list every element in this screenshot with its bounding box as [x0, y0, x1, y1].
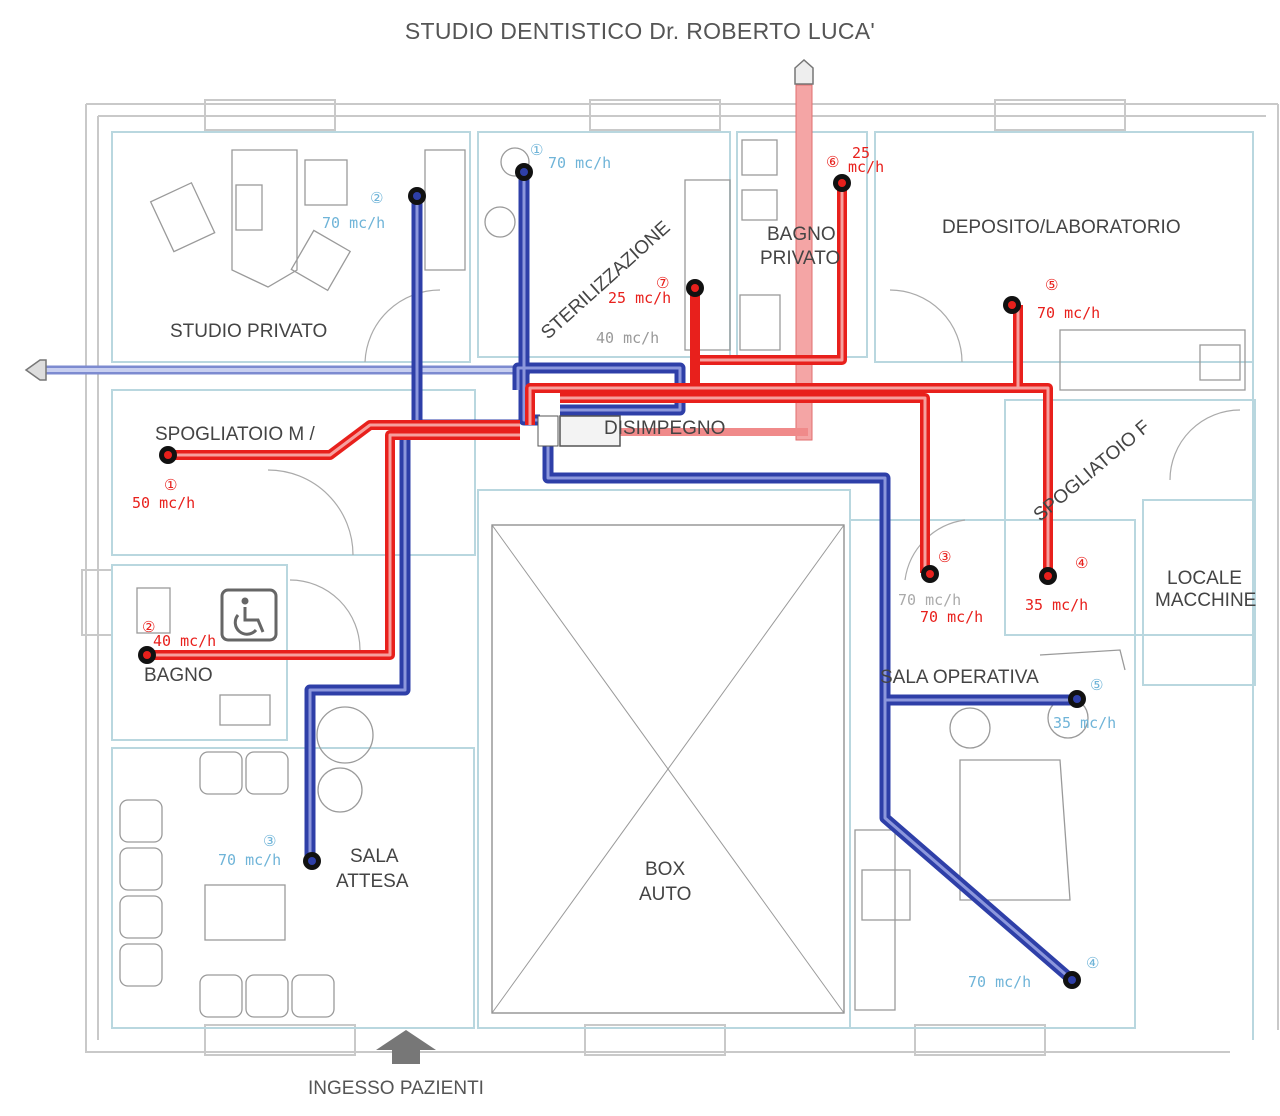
flow-labels: ② 70 mc/h ① 70 mc/h ⑥ 25 mc/h ⑦ 25 mc/h … [132, 141, 1116, 991]
room-box-auto-1: BOX [645, 859, 685, 880]
flow-num: ⑤ [1045, 276, 1058, 294]
flow-rate: 70 mc/h [1037, 304, 1100, 322]
room-sala-operativa: SALA OPERATIVA [880, 667, 1039, 688]
room-sala-attesa-1: SALA [350, 846, 399, 867]
flow-rate: 40 mc/h [596, 329, 659, 347]
flow-rate: 70 mc/h [548, 154, 611, 172]
flow-num: ⑦ [656, 274, 669, 292]
intake-duct [24, 359, 530, 381]
plan-title: STUDIO DENTISTICO Dr. ROBERTO LUCA' [404, 18, 876, 44]
flow-rate: 25 mc/h [608, 289, 671, 307]
box-auto-area [491, 524, 845, 1014]
flow-num: ⑤ [1090, 676, 1103, 694]
room-disimpegno: DISIMPEGNO [604, 418, 725, 439]
terminal-icon [303, 852, 321, 870]
outer-walls [81, 99, 1279, 1056]
flow-num: ④ [1075, 554, 1088, 572]
flow-rate: 70 mc/h [968, 973, 1031, 991]
terminal-icon [159, 446, 177, 464]
entrance-arrow-icon [376, 1030, 436, 1064]
wheelchair-icon [220, 588, 278, 642]
flow-num: ④ [1086, 954, 1099, 972]
flow-num: ① [530, 141, 543, 159]
terminal-icon [515, 163, 533, 181]
terminal-icon [686, 279, 704, 297]
flow-num: ③ [938, 548, 951, 566]
room-locale-2: MACCHINE [1155, 590, 1256, 611]
flow-num: ① [164, 476, 177, 494]
room-bagno-privato-2: PRIVATO [760, 248, 840, 269]
flow-unit: mc/h [848, 158, 884, 176]
flow-num: ⑥ [826, 153, 839, 171]
air-terminals [138, 163, 1086, 989]
flow-num: ③ [263, 832, 276, 850]
flow-rate: 40 mc/h [153, 632, 216, 650]
room-sala-attesa-2: ATTESA [336, 871, 409, 892]
terminal-icon [921, 565, 939, 583]
room-deposito: DEPOSITO/LABORATORIO [942, 217, 1181, 238]
terminal-icon [1039, 567, 1057, 585]
furniture [119, 139, 1246, 1018]
terminal-icon [138, 646, 156, 664]
room-spogliatoio-m: SPOGLIATOIO M / [155, 424, 315, 445]
flow-num: ② [142, 618, 155, 636]
room-bagno: BAGNO [144, 665, 213, 686]
room-box-auto-2: AUTO [639, 884, 691, 905]
flow-num: ② [370, 189, 383, 207]
flow-rate: 25 [852, 144, 870, 162]
room-bagno-privato-1: BAGNO [767, 224, 836, 245]
terminal-icon [1003, 296, 1021, 314]
room-studio-privato: STUDIO PRIVATO [170, 321, 327, 342]
flow-rate: 70 mc/h [218, 851, 281, 869]
ventilation-unit [537, 415, 621, 447]
terminal-icon [1063, 971, 1081, 989]
flow-rate: 70 mc/h [920, 608, 983, 626]
flow-rate: 70 mc/h [322, 214, 385, 232]
flow-rate: 50 mc/h [132, 494, 195, 512]
flow-rate: 35 mc/h [1053, 714, 1116, 732]
terminal-icon [1068, 690, 1086, 708]
door-swings [267, 289, 1241, 651]
entrance-label: INGESSO PAZIENTI [308, 1078, 484, 1099]
supply-ducts [147, 185, 1053, 660]
flow-rate: 70 mc/h [898, 591, 961, 609]
terminal-icon [833, 174, 851, 192]
room-sterilizzazione: STERILIZZAZIONE [537, 217, 674, 344]
room-locale-1: LOCALE [1167, 568, 1242, 589]
flow-rate: 35 mc/h [1025, 596, 1088, 614]
terminal-icon [408, 187, 426, 205]
